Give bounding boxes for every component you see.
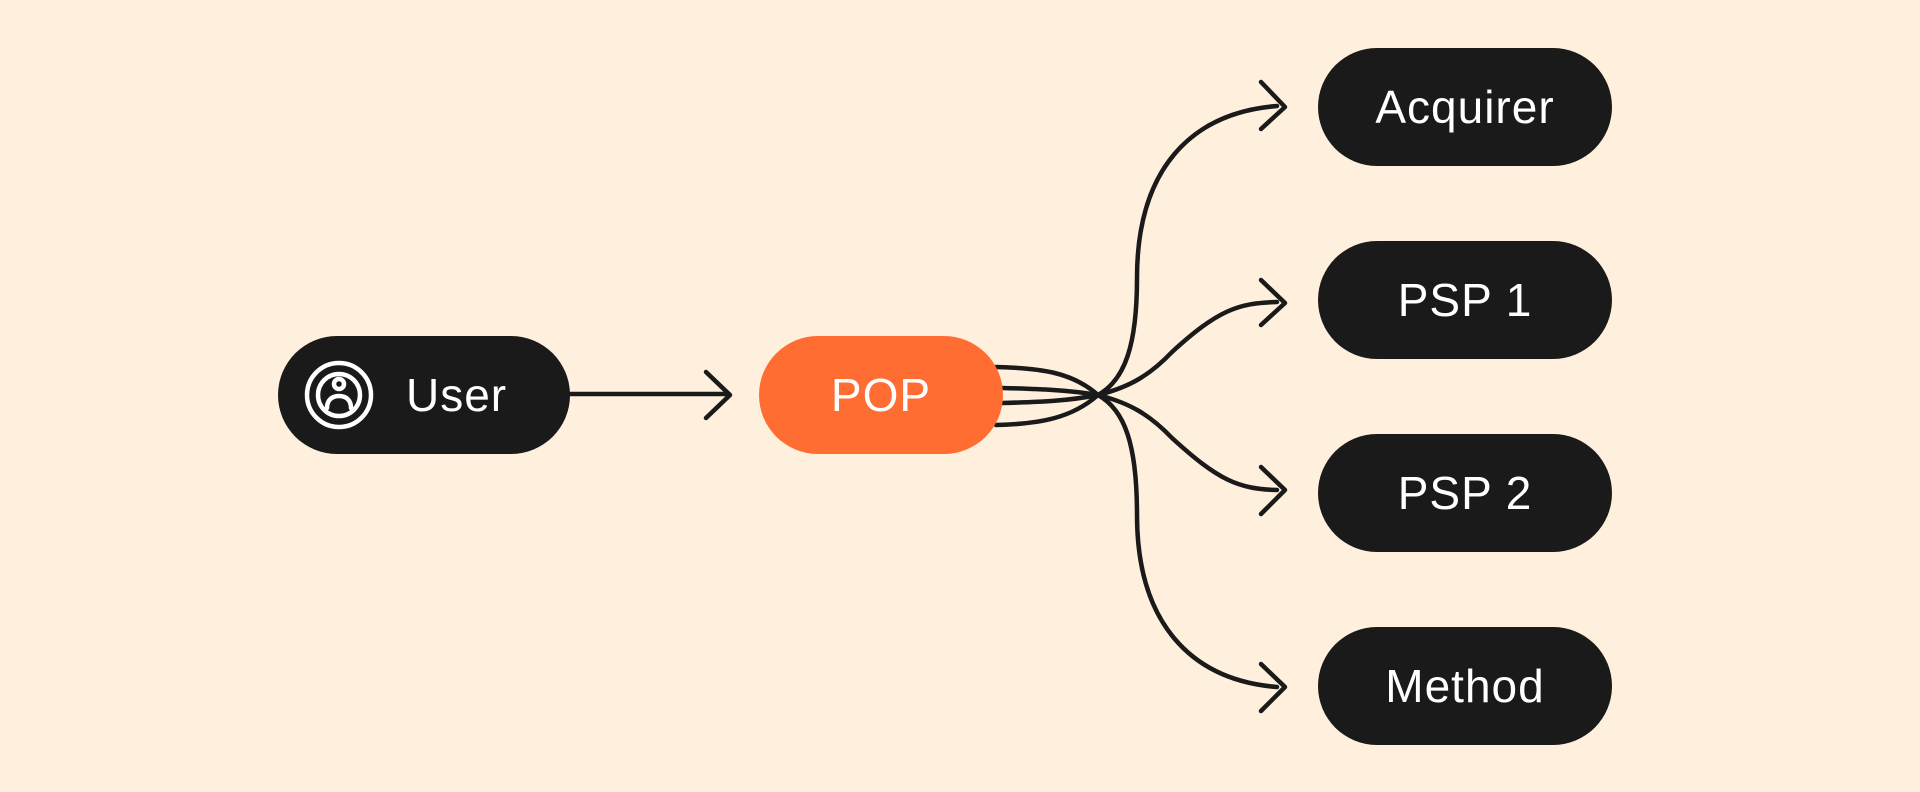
- pop-strand-3: [999, 392, 1101, 406]
- pop-node: POP: [759, 336, 1003, 454]
- edge-pop-acquirer: [1095, 103, 1280, 398]
- acquirer-label: Acquirer: [1375, 81, 1555, 133]
- psp1-node: PSP 1: [1318, 241, 1612, 359]
- user-label: User: [406, 369, 508, 421]
- arrowhead-pop: [703, 369, 733, 421]
- arrowhead-method: [1258, 661, 1288, 714]
- edge-pop-method: [1095, 392, 1280, 690]
- method-label: Method: [1385, 660, 1545, 712]
- psp1-label: PSP 1: [1397, 274, 1533, 326]
- acquirer-node: Acquirer: [1318, 48, 1612, 166]
- edge-pop-psp1: [1095, 299, 1280, 398]
- user-circle-icon: [304, 360, 374, 430]
- arrowhead-acquirer: [1258, 79, 1288, 132]
- pop-label: POP: [830, 369, 932, 421]
- pop-strand-1: [993, 364, 1101, 398]
- user-node: User: [278, 336, 570, 454]
- psp2-node: PSP 2: [1318, 434, 1612, 552]
- psp2-label: PSP 2: [1397, 467, 1533, 519]
- pop-strand-4: [993, 392, 1101, 428]
- pop-strand-2: [999, 385, 1101, 398]
- arrowhead-psp1: [1258, 277, 1288, 328]
- method-node: Method: [1318, 627, 1612, 745]
- arrowhead-psp2: [1258, 464, 1288, 517]
- edge-pop-psp2: [1095, 392, 1280, 493]
